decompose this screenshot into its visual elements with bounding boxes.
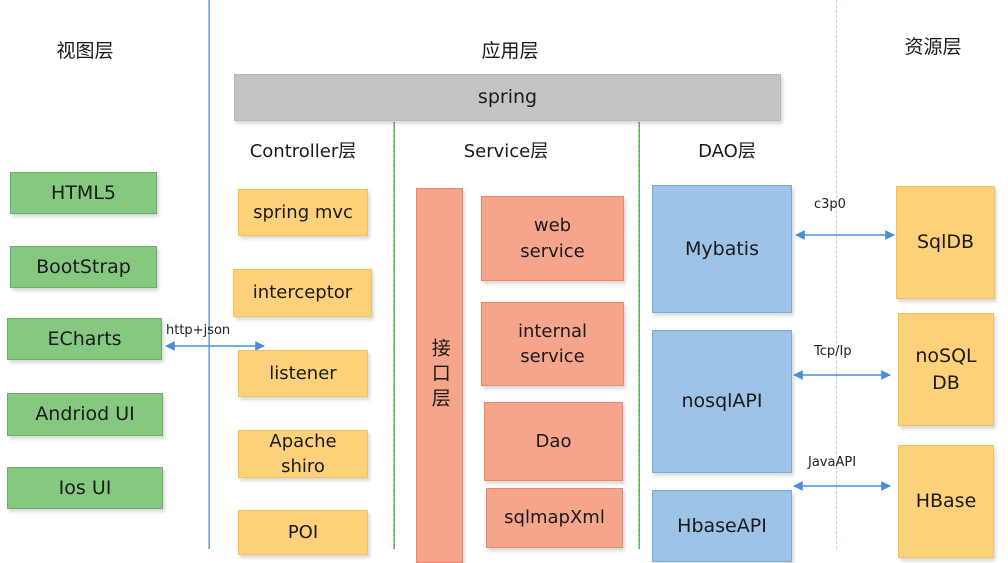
resource-item-sqldb: SqlDB (896, 186, 995, 299)
service-item-web-service: web service (481, 196, 624, 281)
label-javaapi: JavaAPI (808, 455, 857, 470)
view-item-ios-ui: Ios UI (7, 467, 163, 509)
view-item-android-ui: Andriod UI (7, 393, 163, 436)
dao-item-nosqlapi: nosqlAPI (652, 330, 792, 473)
resource-layer-title: 资源层 (904, 36, 962, 58)
dao-item-hbaseapi: HbaseAPI (652, 490, 792, 562)
controller-layer-title: Controller层 (249, 141, 357, 162)
interface-layer: 接口层 (416, 188, 463, 563)
controller-item-interceptor: interceptor (233, 269, 372, 317)
service-item-internal-service: internal service (481, 302, 624, 386)
service-item-sqlmapxml: sqlmapXml (486, 488, 623, 548)
app-layer-title: 应用层 (481, 40, 539, 62)
view-item-bootstrap: BootStrap (10, 246, 157, 288)
spring-bar: spring (234, 74, 781, 121)
label-c3p0: c3p0 (814, 197, 846, 212)
label-http-json: http+json (166, 323, 231, 338)
dao-item-mybatis: Mybatis (652, 185, 792, 313)
controller-item-listener: listener (238, 350, 368, 397)
resource-item-hbase: HBase (898, 445, 994, 558)
service-dao-separator (638, 122, 640, 549)
service-layer-title: Service层 (463, 141, 549, 162)
dao-layer-title: DAO层 (698, 141, 756, 162)
resource-item-nosql-db: noSQL DB (898, 313, 994, 426)
view-item-echarts: ECharts (7, 318, 162, 360)
view-item-html5: HTML5 (10, 172, 157, 214)
view-app-separator (208, 0, 210, 549)
label-tcp-ip: Tcp/Ip (814, 344, 852, 359)
architecture-diagram: 视图层 应用层 资源层 spring Controller层 Service层 … (7, 0, 995, 563)
controller-item-spring-mvc: spring mvc (238, 189, 368, 236)
controller-service-separator (393, 122, 395, 549)
view-layer-title: 视图层 (56, 40, 114, 62)
app-resource-separator (836, 0, 837, 549)
service-item-dao: Dao (484, 402, 623, 481)
controller-item-poi: POI (238, 510, 368, 555)
controller-item-apache-shiro: Apache shiro (238, 430, 368, 478)
